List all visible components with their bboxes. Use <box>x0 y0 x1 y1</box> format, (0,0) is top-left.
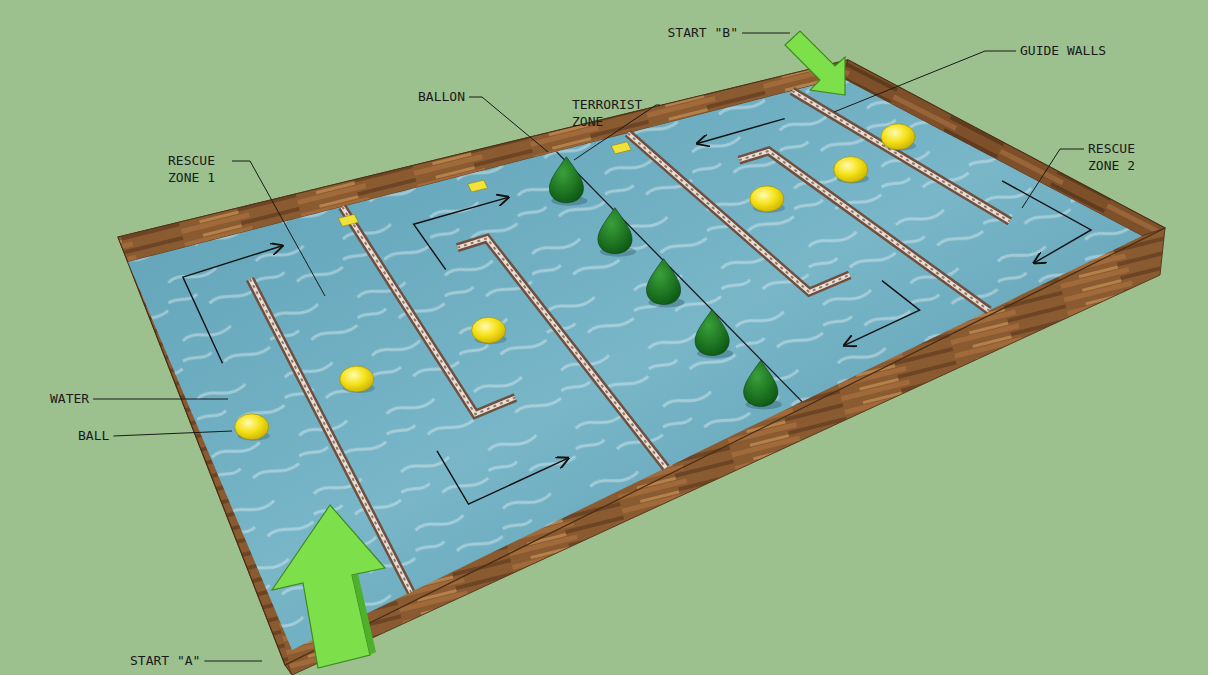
guide-wall-texture <box>457 238 666 467</box>
yellow-marker <box>338 214 358 226</box>
callout-label: START "A" <box>130 652 200 669</box>
ball <box>235 414 269 440</box>
callout-label: GUIDE WALLS <box>1020 42 1106 59</box>
flow-arrow <box>1002 181 1091 263</box>
water <box>128 78 1142 650</box>
ball <box>750 186 784 212</box>
guide-wall <box>457 238 666 467</box>
leader-line <box>742 33 790 34</box>
guide-wall <box>792 91 1010 222</box>
flow-arrow <box>414 197 509 269</box>
callout-label: WATER <box>50 390 89 407</box>
leader-line <box>204 661 262 662</box>
flow-arrow <box>437 451 568 504</box>
balloon <box>744 360 778 406</box>
balloon <box>695 310 729 356</box>
leader-line <box>574 105 660 160</box>
guide-wall-top <box>739 151 989 311</box>
flow-arrow <box>183 246 282 364</box>
zone-divider <box>556 152 802 402</box>
leader-line <box>834 51 1016 112</box>
start-arrow-a <box>272 505 385 668</box>
guide-wall-top <box>457 238 666 467</box>
guide-wall-side <box>739 151 989 311</box>
leader-line <box>232 161 325 296</box>
guide-wall-side <box>457 238 666 467</box>
balloon <box>549 157 583 203</box>
ball <box>834 157 868 183</box>
start-arrow-a-side <box>352 574 376 655</box>
callout-label: BALL <box>78 427 109 444</box>
flow-arrow <box>697 119 784 144</box>
guide-wall-top <box>792 91 1010 222</box>
yellow-marker <box>468 180 488 192</box>
balloon <box>646 259 680 305</box>
balloon <box>598 208 632 254</box>
callout-label: RESCUE ZONE 1 <box>168 152 228 186</box>
flow-arrow <box>844 281 919 346</box>
leader-line <box>93 399 228 400</box>
callout-label: RESCUE ZONE 2 <box>1088 140 1148 174</box>
ball <box>472 317 506 343</box>
leader-line <box>113 431 232 436</box>
leader-line <box>1022 149 1084 208</box>
ball <box>340 366 374 392</box>
callout-label: START "B" <box>668 24 738 41</box>
callout-label: BALLON <box>418 88 465 105</box>
guide-wall-side <box>792 91 1010 222</box>
guide-wall-texture <box>739 151 989 311</box>
water-ripples <box>128 78 1142 650</box>
callout-label: TERRORIST ZONE <box>572 96 656 130</box>
ball <box>881 124 915 150</box>
start-arrow-b <box>785 31 845 95</box>
guide-wall-texture <box>792 91 1010 222</box>
guide-wall <box>739 151 989 311</box>
box-rim <box>118 60 1165 665</box>
yellow-marker <box>611 142 631 154</box>
leader-line <box>469 97 548 152</box>
